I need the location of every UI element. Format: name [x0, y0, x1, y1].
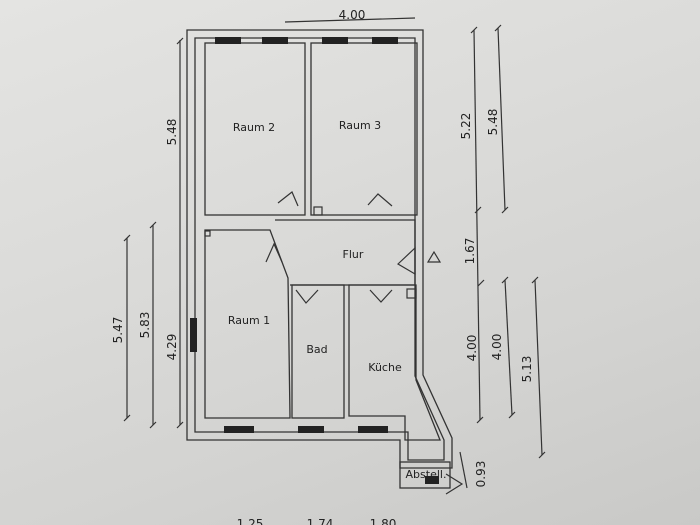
entry-marker-icon — [426, 250, 442, 263]
room-label-flur: Flur — [343, 248, 364, 261]
chimney — [204, 230, 211, 237]
door-swing — [397, 246, 416, 276]
door-swing — [265, 242, 283, 263]
room-label-bad: Bad — [306, 343, 327, 356]
window — [425, 476, 439, 484]
door-swing — [295, 289, 319, 304]
window — [190, 318, 197, 352]
chimney — [406, 288, 417, 299]
window — [358, 426, 388, 433]
doors — [265, 191, 442, 304]
window — [322, 37, 348, 44]
dimension-right-e: 5.13 — [520, 356, 534, 383]
dimension-left-upper: 5.48 — [165, 119, 179, 146]
dimension-left-outer: 5.47 — [111, 317, 125, 344]
dimension-left-mid: 5.83 — [138, 312, 152, 339]
door-swing — [369, 289, 393, 303]
chimney — [313, 206, 323, 216]
window — [215, 37, 241, 44]
dimension-bottom-1: 1.25 — [237, 517, 264, 525]
window — [372, 37, 398, 44]
dimension-right-small: 0.93 — [474, 461, 488, 488]
windows — [190, 37, 439, 484]
dimension-right-a: 5.22 — [459, 113, 473, 140]
door-swing — [367, 193, 393, 207]
window — [298, 426, 324, 433]
dimension-top-width: 4.00 — [339, 8, 366, 22]
dimension-bottom-3: 1.80 — [370, 517, 397, 525]
dimension-bottom-2: 1.74 — [307, 517, 334, 525]
dimension-right-flur: 1.67 — [463, 238, 477, 265]
outer-walls — [186, 29, 453, 469]
door-swing — [277, 191, 299, 207]
door-swing — [445, 473, 464, 495]
room-label-abstell: Abstell. — [406, 468, 447, 481]
dimension-right-b: 5.48 — [486, 109, 500, 136]
interior-walls — [204, 42, 451, 489]
dimension-lines — [123, 17, 546, 489]
dimension-right-d: 4.00 — [490, 334, 504, 361]
room-label-kueche: Küche — [368, 361, 402, 374]
window — [262, 37, 288, 44]
room-label-raum-3: Raum 3 — [339, 119, 381, 132]
dimension-left-inner: 4.29 — [165, 334, 179, 361]
window — [224, 426, 254, 433]
dimension-right-c: 4.00 — [465, 335, 479, 362]
room-label-raum-1: Raum 1 — [228, 314, 270, 327]
room-label-raum-2: Raum 2 — [233, 121, 275, 134]
